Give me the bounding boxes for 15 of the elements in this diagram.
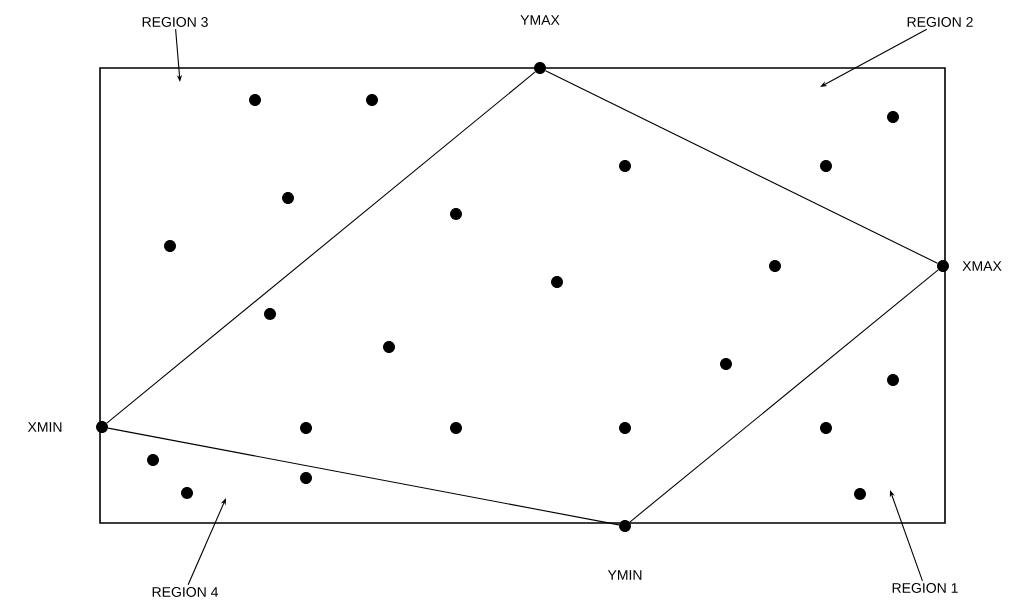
- hull-edge: [629, 269, 939, 523]
- region-label: REGION 1: [892, 583, 958, 593]
- leader-arrow: [889, 490, 923, 582]
- leader-arrow: [820, 28, 928, 87]
- hull-edge: [545, 70, 938, 264]
- region-label: REGION 4: [152, 587, 219, 597]
- vertex-label: YMAX: [520, 15, 560, 25]
- vertex-label: XMIN: [27, 422, 62, 432]
- hull-edge: [107, 427, 620, 526]
- leader-arrow: [187, 498, 226, 586]
- region-label: REGION 2: [907, 17, 973, 27]
- vertex-label: YMIN: [607, 570, 642, 580]
- vertex-label: XMAX: [962, 261, 1002, 271]
- hull-edge: [106, 71, 536, 424]
- region-label: REGION 3: [142, 17, 208, 27]
